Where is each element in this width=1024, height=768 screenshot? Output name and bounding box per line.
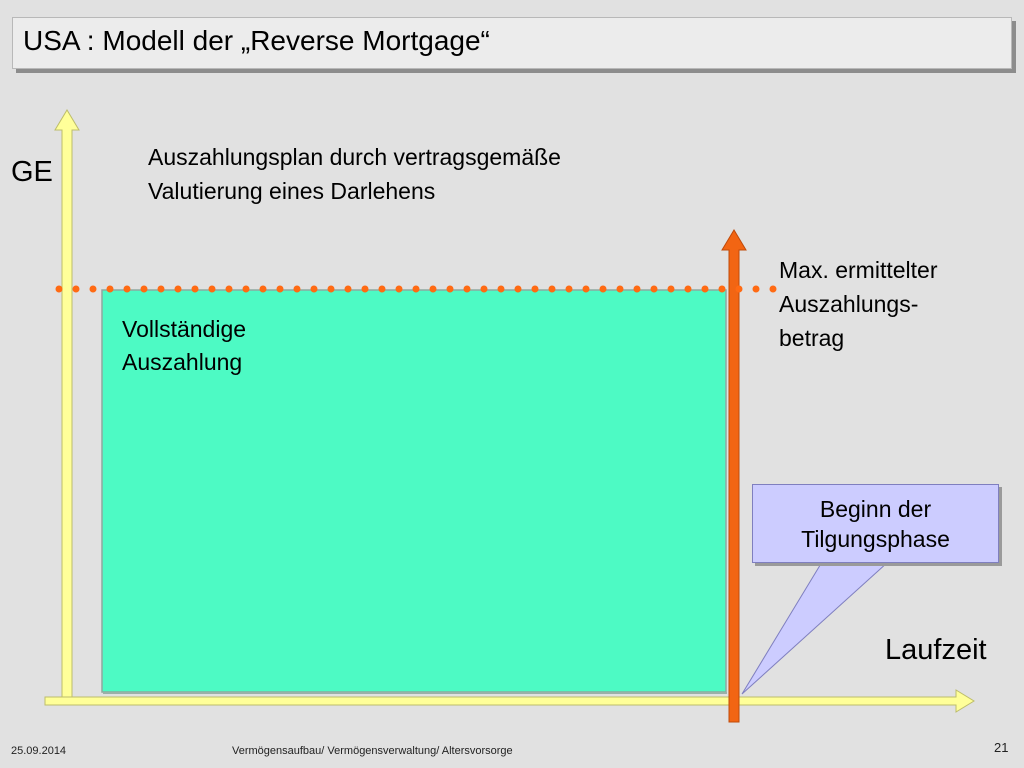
max-label-line-1: Max. ermittelter xyxy=(779,257,938,283)
x-axis-label: Laufzeit xyxy=(885,634,987,666)
repayment-phase-callout: Beginn der Tilgungsphase xyxy=(752,484,999,563)
description-line-1: Auszahlungsplan durch vertragsgemäße xyxy=(148,144,561,170)
x-axis-arrow xyxy=(44,689,975,713)
slide-title: USA : Modell der „Reverse Mortgage“ xyxy=(23,25,490,56)
area-label-line-1: Vollständige xyxy=(122,316,247,342)
title-bar: USA : Modell der „Reverse Mortgage“ xyxy=(12,17,1012,69)
max-label-line-3: betrag xyxy=(779,325,845,351)
footer-subject: Vermögensaufbau/ Vermögensverwaltung/ Al… xyxy=(232,745,513,757)
area-label-line-2: Auszahlung xyxy=(122,349,243,375)
description-line-2: Valutierung eines Darlehens xyxy=(148,178,436,204)
max-label-line-2: Auszahlungs- xyxy=(779,291,919,317)
callout-pointer xyxy=(741,561,890,695)
page-number: 21 xyxy=(994,740,1009,755)
y-axis-arrow xyxy=(54,109,80,701)
callout-line-2: Tilgungsphase xyxy=(801,525,950,552)
callout-line-1: Beginn der xyxy=(819,495,932,522)
y-axis-label: GE xyxy=(11,156,53,188)
footer-date: 25.09.2014 xyxy=(11,745,67,757)
phase-start-arrow xyxy=(721,229,747,723)
